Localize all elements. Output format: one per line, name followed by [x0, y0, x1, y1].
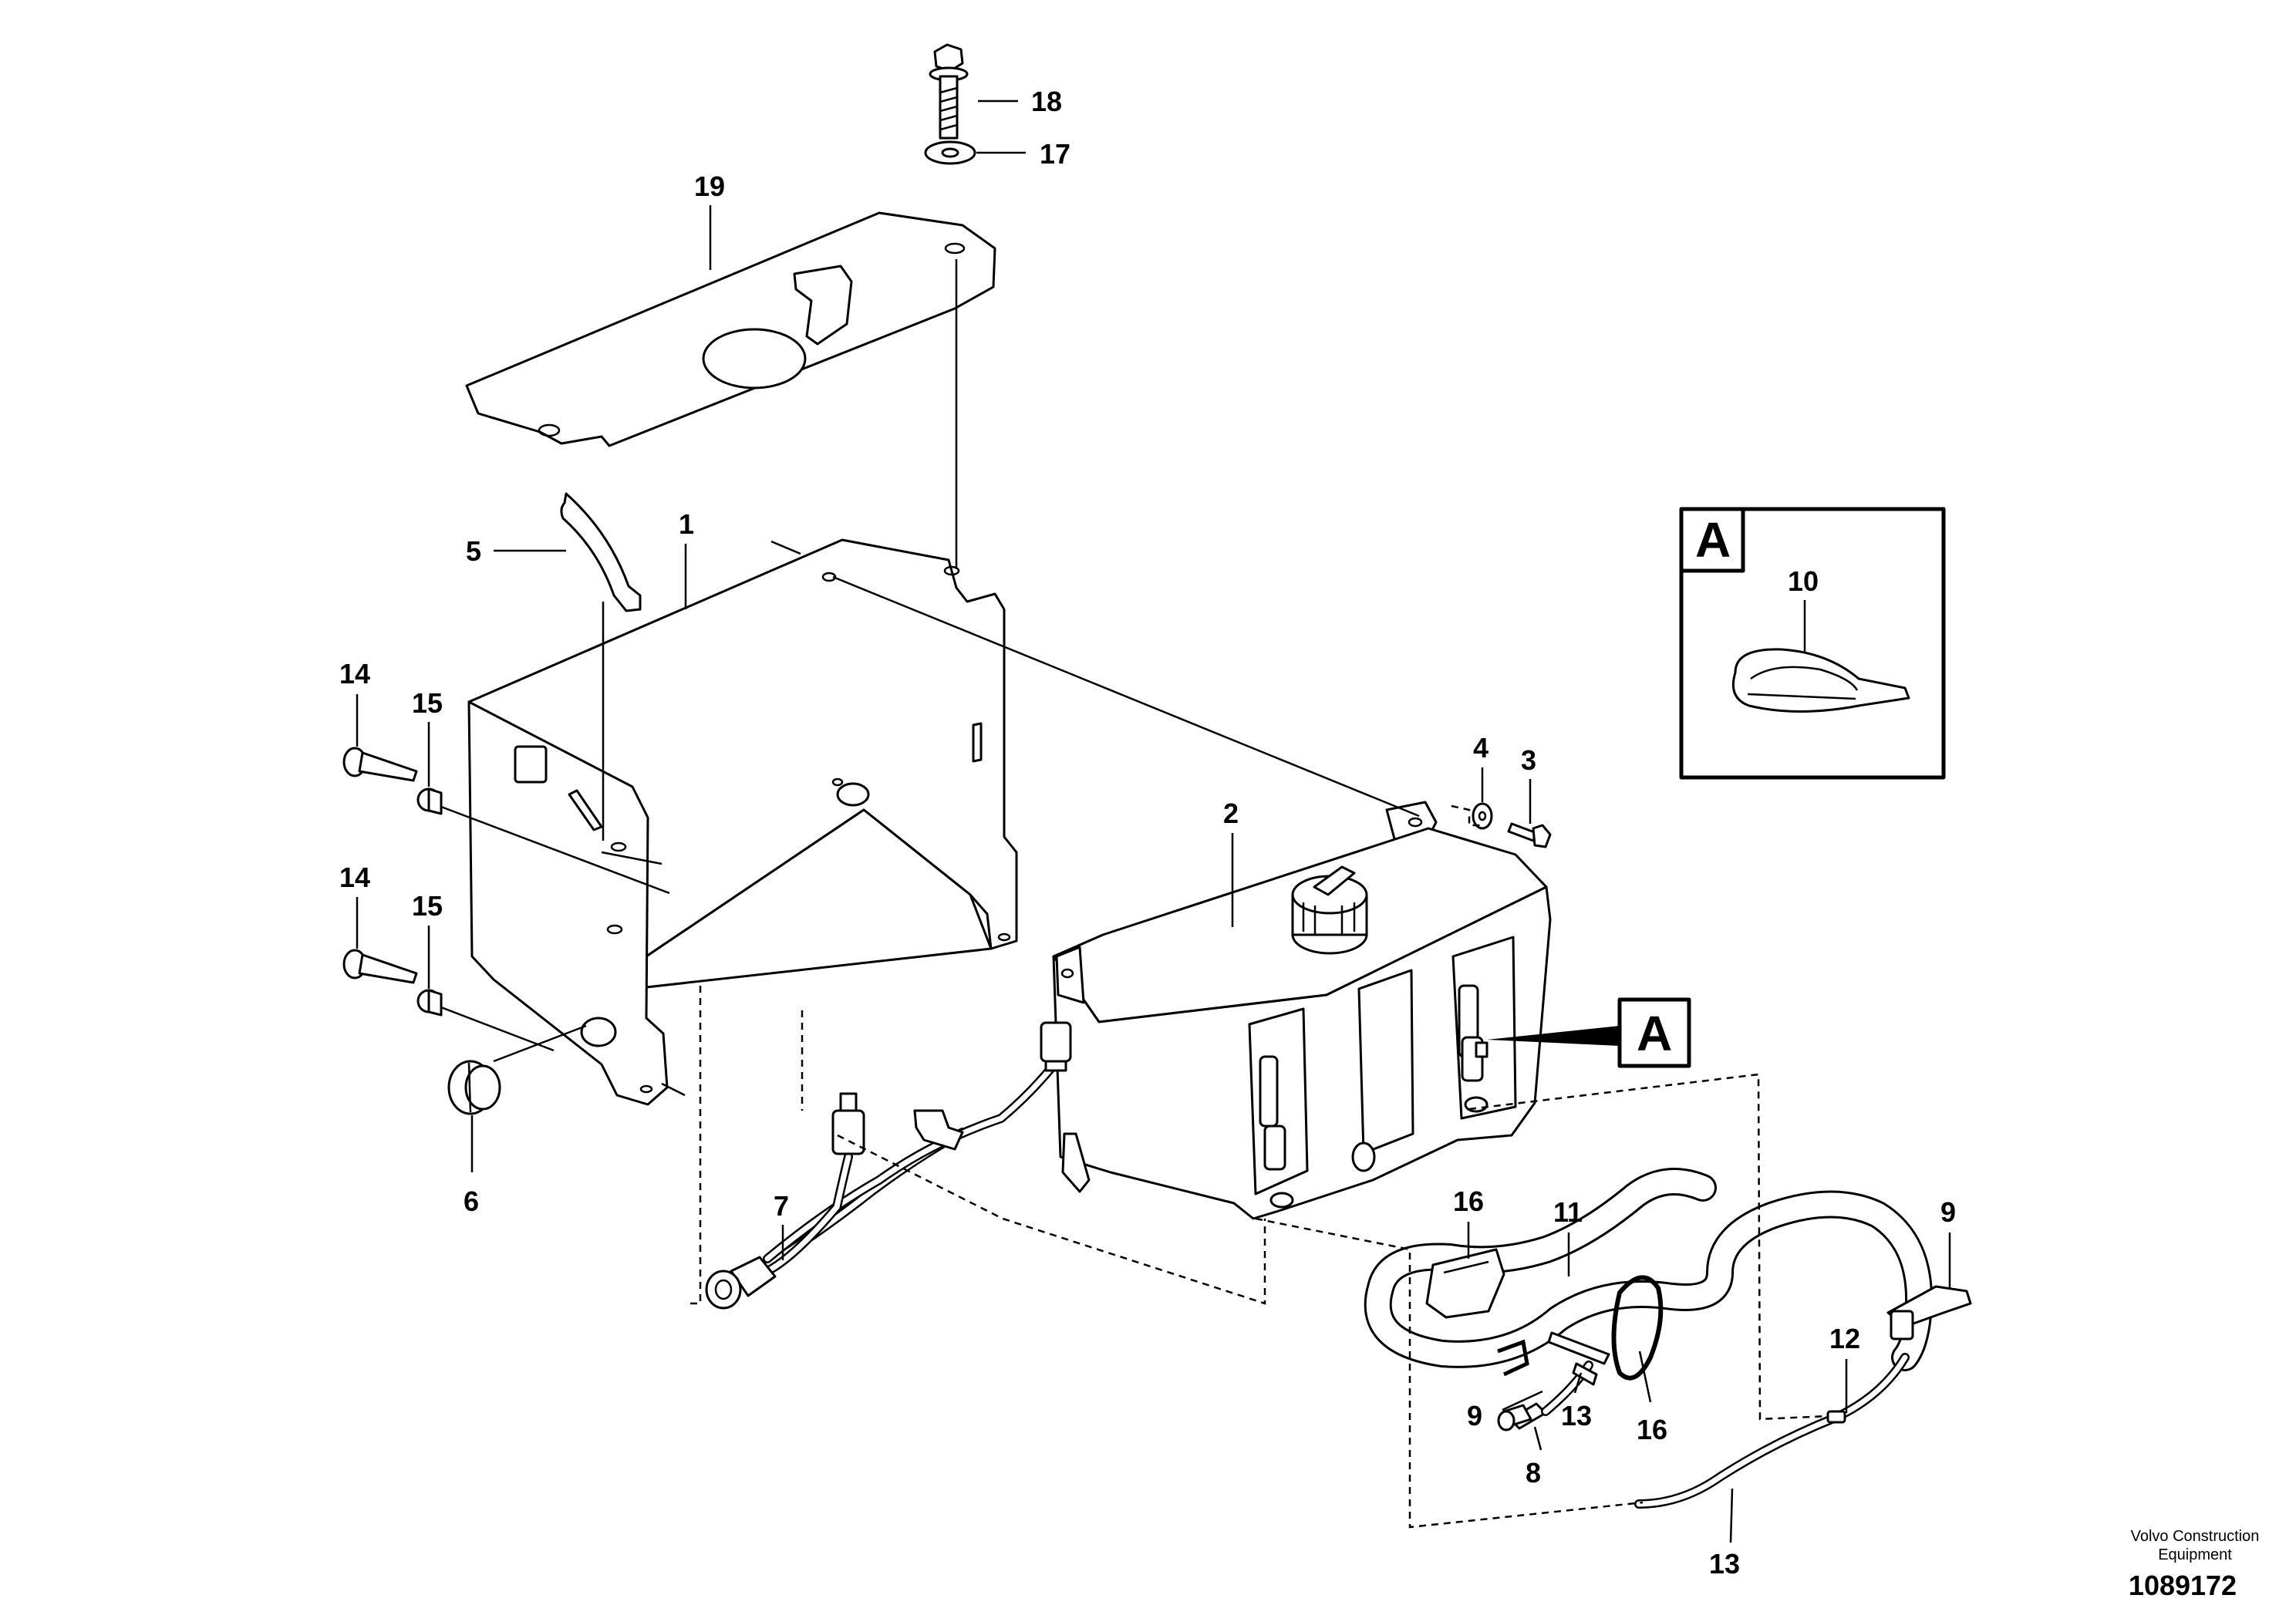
hose-joint — [1826, 1410, 1846, 1424]
callout-9-right: 9 — [1940, 1196, 1956, 1228]
callout-13-upper: 13 — [1561, 1400, 1592, 1431]
callout-10: 10 — [1788, 565, 1819, 597]
document-number: 1089172 — [2129, 1570, 2237, 1601]
cable-tie-right — [1611, 1275, 1664, 1381]
detail-inset-a — [1679, 507, 1946, 780]
callout-11: 11 — [1553, 1196, 1583, 1228]
detail-ref-a — [1487, 997, 1691, 1068]
washer-small — [1472, 802, 1493, 830]
callout-16-lower: 16 — [1637, 1414, 1667, 1445]
washer — [924, 140, 976, 165]
callout-4: 4 — [1473, 732, 1489, 764]
cable-tie-hose — [1886, 1285, 1972, 1340]
washer-reservoir — [1052, 801, 1552, 1220]
maker-line-2: Equipment — [2158, 1546, 2232, 1563]
callout-8: 8 — [1526, 1457, 1541, 1489]
nozzle — [1497, 1404, 1532, 1431]
washer-hose — [1364, 1168, 1934, 1509]
callout-5: 5 — [466, 535, 481, 567]
callout-15-upper: 15 — [412, 687, 443, 719]
callout-16-upper: 16 — [1453, 1185, 1484, 1217]
cable-tie-lower — [1497, 1339, 1529, 1377]
wiring-harness — [705, 1021, 1072, 1310]
spacer-upper — [416, 787, 443, 815]
detail-ref-letter: A — [1637, 1006, 1672, 1061]
callout-15-lower: 15 — [412, 890, 443, 922]
cable-tie-left — [1425, 1248, 1505, 1319]
bracket-housing — [467, 538, 1018, 1106]
callout-3: 3 — [1521, 744, 1536, 776]
bolt-upper — [342, 747, 418, 782]
assembly-lines — [689, 986, 1829, 1529]
callout-7: 7 — [774, 1190, 789, 1222]
callout-2: 2 — [1223, 798, 1239, 829]
curved-clip — [560, 492, 642, 612]
callout-13-lower: 13 — [1709, 1548, 1740, 1580]
maker-line-1: Volvo Construction — [2131, 1528, 2260, 1545]
bolt-small — [1507, 822, 1552, 848]
callout-9-left: 9 — [1467, 1400, 1482, 1431]
callout-12: 12 — [1829, 1323, 1860, 1354]
callout-17: 17 — [1040, 138, 1070, 170]
callout-1: 1 — [679, 508, 694, 540]
callout-labels: 18 17 19 1 5 14 15 14 15 6 7 2 4 3 10 16… — [339, 86, 1956, 1580]
lock-nut — [447, 1060, 501, 1115]
callout-19: 19 — [694, 170, 725, 202]
callout-14-lower: 14 — [339, 862, 370, 893]
callout-14-upper: 14 — [339, 658, 370, 690]
callout-6: 6 — [464, 1185, 479, 1217]
footer-block: Volvo Construction Equipment 1089172 — [2129, 1528, 2259, 1601]
detail-inset-letter: A — [1695, 512, 1731, 568]
leader-lines — [356, 99, 1951, 1543]
bolt-lower — [342, 949, 418, 984]
flange-bolt — [929, 43, 969, 140]
cover-plate — [465, 211, 996, 447]
spacer-lower — [416, 989, 443, 1017]
callout-18: 18 — [1031, 86, 1062, 117]
